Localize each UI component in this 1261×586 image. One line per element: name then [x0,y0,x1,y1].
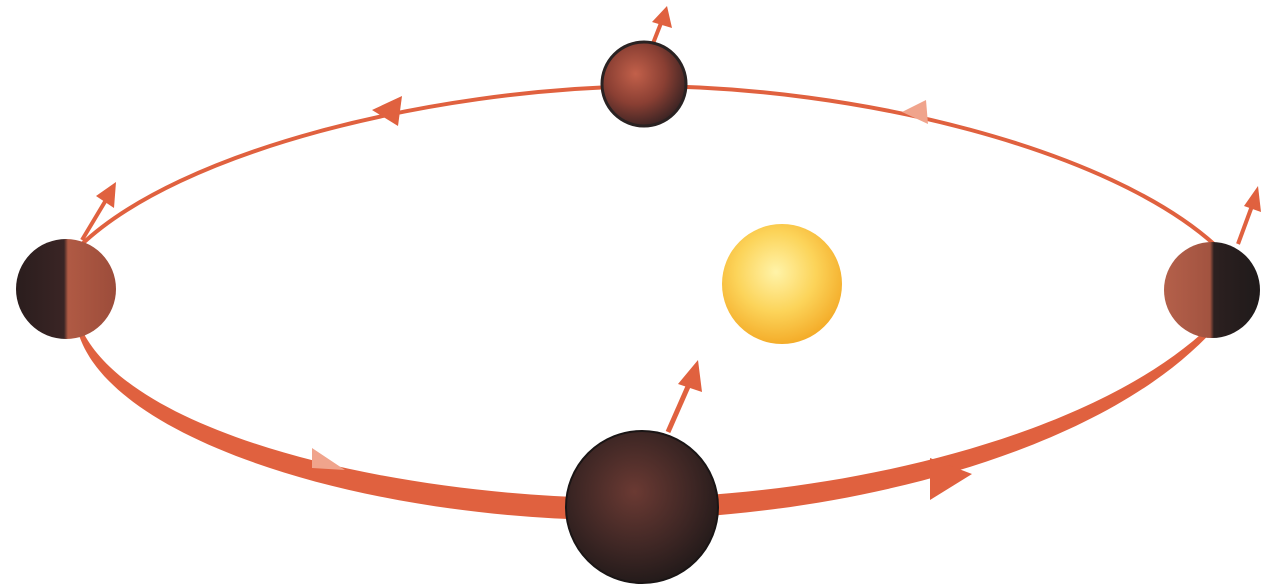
axis-arrow-shaft [1238,206,1252,244]
orbit-arrow-top-left [372,96,402,126]
orbit-arrow-bottom-left [312,448,345,470]
axis-arrow-shaft [668,382,690,432]
orbit-arrow-top-right [902,100,928,124]
planet-top [602,6,686,126]
planet-right [1164,186,1261,338]
planet-icon [16,239,116,339]
planet-icon [602,42,686,126]
planet-icon [1164,242,1260,338]
planet-bottom [566,360,718,583]
axis-arrow-head [652,6,672,28]
planet-left [16,182,116,339]
planet-icon [566,431,718,583]
sun-icon [722,224,842,344]
axis-arrow-head [678,360,702,392]
axis-arrow-head [96,182,116,208]
axis-arrow-head [1244,186,1261,212]
